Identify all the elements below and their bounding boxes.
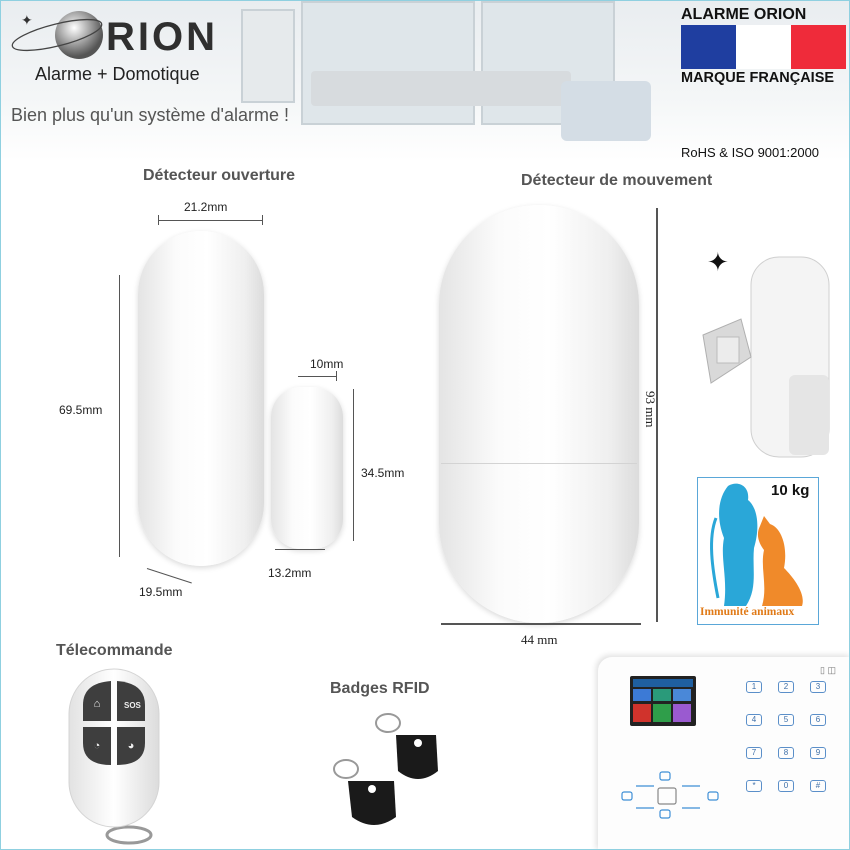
screen-tile [653,689,671,701]
door-sensor-height-label: 69.5mm [59,403,103,417]
keypad-key-label: * [752,781,756,790]
orion-logo-icon: ✦ [11,11,103,59]
pet-immunity-label: Immunité animaux [700,606,795,618]
keypad-key[interactable]: 0 [778,780,794,792]
keypad-key[interactable]: 3 [810,681,826,693]
chair-backdrop [561,81,651,141]
dimension-tick [336,371,337,381]
screen-tile [633,704,651,722]
svg-text:◕: ◕ [128,740,135,752]
keypad-key[interactable]: 1 [746,681,762,693]
svg-text:⌂: ⌂ [94,698,101,710]
remote-sos-label: SOS [124,701,141,710]
door-sensor-depth-label: 19.5mm [139,585,183,599]
keypad-key[interactable]: 6 [810,714,826,726]
keypad-key-label: 3 [815,682,821,691]
window-backdrop [301,1,475,125]
motion-sensor-side-view-icon: ✦ [702,247,830,458]
certification-label: RoHS & ISO 9001:2000 [681,145,820,160]
keypad-key[interactable]: 5 [778,714,794,726]
svg-text:◔: ◔ [94,740,101,752]
keypad-key-label: # [815,781,821,790]
keypad-key[interactable]: 2 [778,681,794,693]
window-backdrop [241,9,295,103]
rfid-badges-icon [333,713,438,825]
keypad-key-label: 8 [783,748,789,757]
rfid-title: Badges RFID [330,680,430,697]
dimension-line [656,208,658,622]
magnet-body [271,387,343,549]
brand-badge-title: ALARME ORION [681,6,807,23]
keypad-key-label: 5 [783,715,789,724]
pet-weight-label: 10 kg [771,482,810,499]
motion-sensor-seam [441,463,637,464]
french-flag-icon [681,25,846,69]
keypad-key-label: 0 [783,781,789,790]
keypad-key-label: 7 [751,748,757,757]
magnet-depth-label: 13.2mm [268,566,312,580]
screen-tile [673,689,691,701]
screen-tile [673,704,691,722]
dimension-tick [158,215,159,225]
keypad-key[interactable]: 8 [778,747,794,759]
dimension-line [353,389,354,541]
keypad-key-label: 9 [815,748,821,757]
panel-status-icon: ▯ ◫ [820,665,836,675]
dimension-line [275,549,325,550]
pet-immunity-box [697,477,819,625]
remote-title: Télecommande [56,642,173,659]
panel-navigation-icon [621,771,719,819]
keypad-key-label: 1 [751,682,757,691]
brand-slogan: Bien plus qu'un système d'alarme ! [11,105,290,125]
brand-logo-text: RION [106,15,218,59]
dimension-tick [262,215,263,225]
panel-keypad: 1 2 3 4 5 6 7 8 9 * 0 # [746,681,841,831]
door-sensor-body [138,231,264,566]
magnet-width-label: 10mm [310,357,344,371]
keypad-key-label: 2 [783,682,789,691]
door-sensor-title: Détecteur ouverture [143,167,296,184]
motion-sensor-title: Détecteur de mouvement [521,172,713,189]
keypad-key-label: 4 [751,715,757,724]
dimension-line [298,376,336,377]
brand-tagline: Alarme + Domotique [35,64,200,84]
keypad-key[interactable]: 9 [810,747,826,759]
motion-sensor-height-label: 93 mm [643,391,658,428]
keypad-key[interactable]: # [810,780,826,792]
magnet-height-label: 34.5mm [361,466,405,480]
screen-tile [633,689,651,701]
panel-screen [630,676,696,726]
dimension-line [441,623,641,625]
door-sensor-width-label: 21.2mm [184,200,228,214]
motion-sensor-width-label: 44 mm [521,632,558,647]
pet-silhouettes-icon [710,483,803,606]
keypad-key[interactable]: 7 [746,747,762,759]
motion-sensor-body [439,205,639,623]
dimension-line [146,568,192,584]
brand-badge-subtitle: MARQUE FRANÇAISE [681,70,835,86]
svg-text:✦: ✦ [21,12,33,28]
remote-control-icon: ⌂ ◔ ◕ [68,668,160,845]
keypad-key[interactable]: 4 [746,714,762,726]
dimension-line [158,220,262,221]
screen-tile [653,704,671,722]
svg-text:✦: ✦ [707,247,729,277]
dimension-line [119,275,120,557]
keypad-key-label: 6 [815,715,821,724]
screen-header [633,679,693,687]
sofa-backdrop [311,71,571,106]
keypad-key[interactable]: * [746,780,762,792]
